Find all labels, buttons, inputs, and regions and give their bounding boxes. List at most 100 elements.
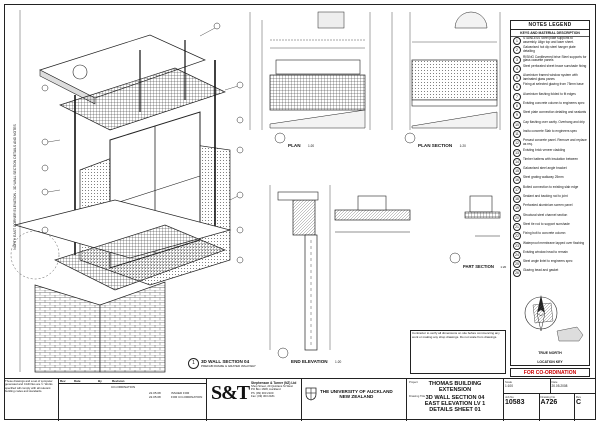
issue-date-1: 22.05.08 — [149, 391, 161, 395]
title-plan: PLAN 1:20 — [288, 134, 348, 152]
plan-section-view — [391, 11, 501, 144]
scale-label: Scale — [505, 380, 512, 384]
firm-line-1: Shop Street, 20 Quinlans St West — [251, 384, 293, 388]
legend-item-text: Insitu concrete Slab to engineers spec — [523, 128, 578, 133]
legend-item-text: Fixing bolt to concrete column — [523, 231, 566, 236]
rev-col-header: Rev — [60, 379, 66, 383]
project-line-2: EXTENSION — [438, 387, 472, 394]
project-line-1: THOMAS BUILDING — [428, 381, 482, 387]
drawing-title-line-1: 3D WALL SECTION 04 — [425, 395, 485, 401]
scale-value: 1:100 — [505, 384, 513, 388]
university-country: NEW ZEALAND — [339, 394, 374, 399]
view-title: PART SECTION — [463, 264, 494, 269]
legend-item-text: Timber battens with insulation between — [523, 156, 578, 161]
revision-cell: CO-ORDINATION — [111, 385, 136, 389]
view-title: 3D WALL SECTION 04 — [201, 359, 250, 364]
issue-block: 22.05.08 22.05.08 — [149, 391, 161, 399]
legend-subtitle: KEYS AND MATERIAL DESCRIPTION — [511, 30, 589, 37]
legend-item-text: RISING Cantilevered brise Steel supports… — [523, 54, 587, 63]
legend-item-text: Waterproof membrane lapped over flashing — [523, 240, 585, 245]
wall-3d-view — [10, 22, 244, 373]
view-scale: 1:20 — [335, 360, 342, 364]
legend-item-text: Precast concrete panel. Remove and repla… — [523, 138, 587, 146]
legend-item-number: 7 — [513, 92, 521, 101]
view-subtitle: PREFAB FRAME & GRATED WALKWAY — [201, 364, 256, 368]
legend-item-text: Steel perforated sheet brace sunshade fi… — [523, 63, 587, 68]
view-title: PLAN SECTION — [418, 143, 453, 148]
legend-item-number: 10 — [513, 120, 521, 129]
project-label: Project — [409, 380, 418, 384]
title-plan-section: PLAN SECTION 1:20 — [418, 134, 498, 152]
legend-item-text: Steel tie rod to support sunshade — [523, 221, 570, 226]
true-north-label: TRUE NORTH — [538, 351, 562, 355]
legend-item-text: Sealant and backing rod to joint — [523, 194, 568, 199]
notes-legend: NOTES LEGEND KEYS AND MATERIAL DESCRIPTI… — [510, 20, 590, 366]
legend-item-number: 8 — [513, 102, 521, 111]
legend-item-text: Bolted connection to existing slab edge — [523, 184, 579, 189]
title-end-elevation: END ELEVATION 1:20 — [291, 350, 361, 368]
university-cell: THE UNIVERSITY OF AUCKLAND NEW ZEALAND — [302, 379, 407, 421]
drawing-canvas — [10, 10, 501, 373]
legend-item-text: Steel plate connection detailing and sea… — [523, 110, 587, 115]
project-title: THOMAS BUILDING EXTENSION — [407, 381, 503, 393]
part-section-view — [334, 195, 501, 264]
view-scale: 1:20 — [500, 265, 507, 269]
rev-value: C — [576, 399, 582, 406]
legend-item-number: 21 — [513, 222, 521, 231]
by-col-header: By — [98, 379, 102, 383]
general-notes: Contractor to verify all dimensions on s… — [410, 330, 506, 374]
legend-item-text: Existing concrete column to engineers sp… — [523, 101, 585, 106]
legend-item-text: Galvanised steel angle bracket — [523, 166, 567, 171]
revision-col-header: Revision — [112, 379, 125, 383]
legend-item-text: STAINLESS Steel plate supports to assemb… — [523, 37, 574, 44]
legend-item-number: 19 — [513, 204, 521, 213]
firm-logo: S&T — [211, 382, 251, 412]
legend-item-text: Fixing at selected glazing from 75mm bas… — [523, 82, 584, 87]
legend-item-number: 2 — [513, 46, 521, 55]
legend-item-number: 13 — [513, 148, 521, 157]
issue-label-2: FOR CO-ORDINATION — [171, 395, 203, 399]
view-scale: 1:20 — [307, 144, 315, 148]
legend-item-number: 5 — [513, 74, 521, 83]
drawing-title-line-2: EAST ELEVATION LV 1 — [424, 401, 486, 408]
drawing-title: 3D WALL SECTION 04 EAST ELEVATION LV 1 D… — [407, 395, 503, 414]
firm-line-4: Fax: (09) 303 2181 — [251, 393, 275, 398]
north-location-block — [511, 291, 589, 345]
legend-item-text: Aluminium framed window system with lami… — [523, 73, 578, 81]
sheet-border — [4, 4, 596, 420]
legend-item-text: Steel grating walkway 25mm — [523, 175, 564, 180]
legend-item-number: 11 — [513, 129, 521, 138]
title-wall-3d: 1 3D WALL SECTION 04 PREFAB FRAME & GRAT… — [188, 358, 258, 369]
university-crest-icon — [305, 387, 317, 401]
revision-row: CO-ORDINATION — [59, 385, 206, 389]
numbers-cell: Scale 1:100 Date 20.05.2008 Job No 10583… — [504, 379, 596, 421]
project-cell: Project THOMAS BUILDING EXTENSION Drawin… — [407, 379, 504, 421]
side-note: NORTH EAST CORNER ELEVATION - 3D WALL SE… — [13, 124, 17, 250]
revisions-header: Rev Date By Revision — [59, 379, 206, 384]
firm-name: Stephenson & Turner (NZ) Ltd — [251, 381, 297, 385]
legend-item-number: 25 — [513, 260, 521, 269]
legend-title: NOTES LEGEND — [511, 21, 589, 30]
legend-item-number: 20 — [513, 213, 521, 222]
date-value: 20.05.2008 — [551, 384, 568, 388]
general-notes-text: Contractor to verify all dimensions on s… — [412, 331, 500, 339]
location-key-label: LOCATION KEY — [537, 360, 563, 364]
issue-date-2: 22.05.08 — [149, 395, 161, 399]
